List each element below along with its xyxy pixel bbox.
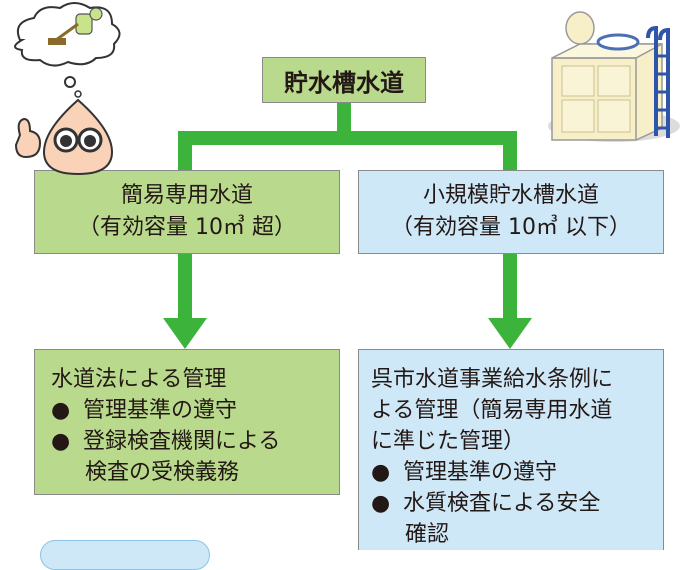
right-management-title-line: 呉市水道事業給水条例に <box>371 367 614 392</box>
right-bullet-item: ● 管理基準の遵守 <box>371 457 663 488</box>
connector-lines <box>163 103 532 349</box>
left-bullet-text: 管理基準の遵守 <box>83 398 238 423</box>
partial-label-pill <box>40 540 210 570</box>
bullet-icon: ● <box>371 491 391 516</box>
thinking-character-icon <box>14 2 121 175</box>
arrow-head-left <box>163 318 207 349</box>
root-box: 貯水槽水道 <box>262 57 426 103</box>
bullet-icon: ● <box>51 429 71 454</box>
root-label: 貯水槽水道 <box>284 68 404 97</box>
left-type-box: 簡易専用水道 （有効容量 10㎥ 超） <box>34 170 340 254</box>
right-management-title-line: よる管理（簡易専用水道 <box>371 398 613 423</box>
bullet-icon: ● <box>51 398 71 423</box>
right-bullet-text: 管理基準の遵守 <box>403 460 558 485</box>
right-management-title-line: に準じた管理） <box>371 429 526 454</box>
bullet-icon: ● <box>371 460 391 485</box>
cleaning-worker-icon <box>48 7 103 45</box>
right-management-box: 呉市水道事業給水条例に よる管理（簡易専用水道 に準じた管理） ● 管理基準の遵守… <box>358 349 664 550</box>
left-bullet-item: ● 登録検査機関による <box>51 426 339 457</box>
arrow-head-right <box>488 318 532 349</box>
right-bullet-continuation: 確認 <box>405 522 450 547</box>
left-management-title: 水道法による管理 <box>51 367 227 392</box>
left-type-capacity: （有効容量 10㎥ 超） <box>78 215 296 240</box>
left-management-box: 水道法による管理 ● 管理基準の遵守 ● 登録検査機関による 検査の受検義務 <box>34 349 340 495</box>
left-bullet-text: 登録検査機関による <box>83 429 281 454</box>
water-tank-icon <box>548 11 680 142</box>
right-type-name: 小規模貯水槽水道 <box>422 183 599 208</box>
right-bullet-item: ● 水質検査による安全 <box>371 488 663 519</box>
left-bullet-item: ● 管理基準の遵守 <box>51 395 339 426</box>
left-type-name: 簡易専用水道 <box>120 183 253 208</box>
left-bullet-continuation: 検査の受検義務 <box>85 460 240 485</box>
right-type-box: 小規模貯水槽水道 （有効容量 10㎥ 以下） <box>358 170 664 254</box>
right-type-capacity: （有効容量 10㎥ 以下） <box>391 215 631 240</box>
right-bullet-text: 水質検査による安全 <box>403 491 601 516</box>
